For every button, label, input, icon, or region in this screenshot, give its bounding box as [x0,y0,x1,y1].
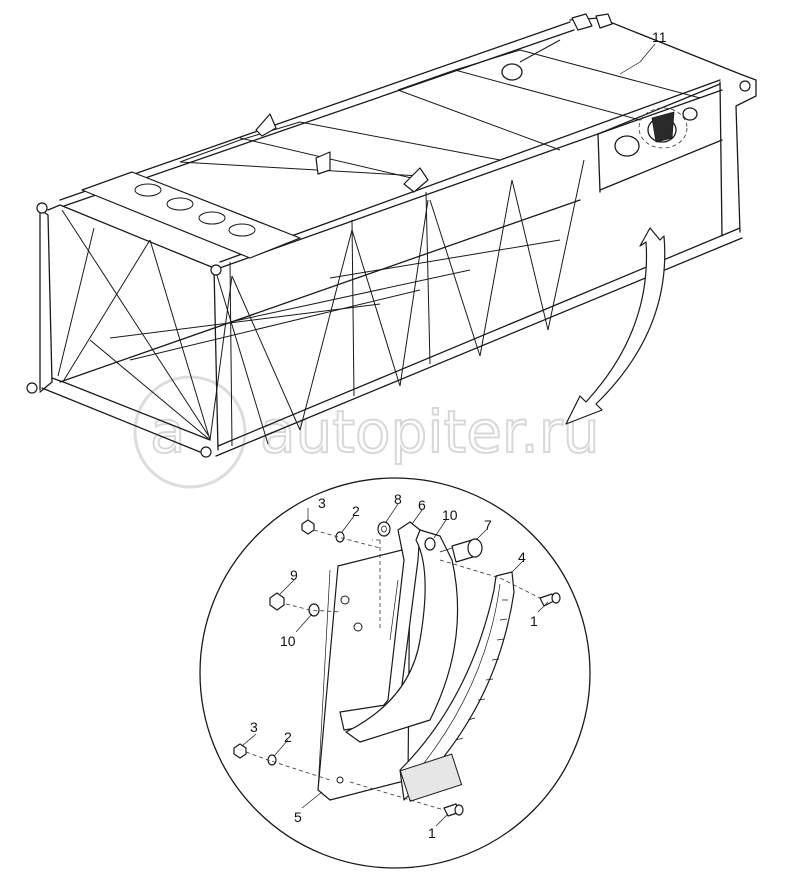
callout-label: 11 [652,29,667,45]
callout-2-bottom: 2 [284,729,292,745]
part-1-screw-bottom [443,803,464,817]
callout-3-top: 3 [318,495,326,511]
scale-guide [345,529,459,743]
detail-view [199,477,591,869]
part-9-nut [269,592,285,611]
boom-section [26,13,757,458]
part-5-plate [317,547,411,801]
part-2-washer-top [335,531,345,543]
callout-9: 9 [290,567,298,583]
watermark-logo-glyph: a [150,398,186,466]
part-10-washer-top [424,537,436,551]
part-1-screw-top [539,592,561,607]
callout-11: 11 [619,29,667,75]
part-3-nut-bottom [233,743,247,759]
callout-2-top: 2 [352,503,360,519]
part-8-washer [377,521,391,537]
callout-5: 5 [294,809,302,825]
callout-4: 4 [518,549,526,565]
detail-circle [199,477,591,869]
callout-10-mid: 10 [280,633,296,649]
detail-arrow [565,227,666,425]
callout-8: 8 [394,491,402,507]
callout-7: 7 [484,517,492,533]
callout-6: 6 [418,497,426,513]
watermark: a autopiter.ru [133,375,600,489]
callout-3-bottom: 3 [250,719,258,735]
part-3-nut-top [301,519,315,535]
callout-1-bottom: 1 [428,825,436,841]
callout-10-top: 10 [442,507,458,523]
part-7-bolt [439,538,483,563]
watermark-text: autopiter.ru [260,398,599,466]
callout-1-top: 1 [530,613,538,629]
watermark-logo-ring [133,375,247,489]
callout-labels: 3 2 8 6 10 7 4 9 10 1 3 2 5 1 [250,491,538,841]
